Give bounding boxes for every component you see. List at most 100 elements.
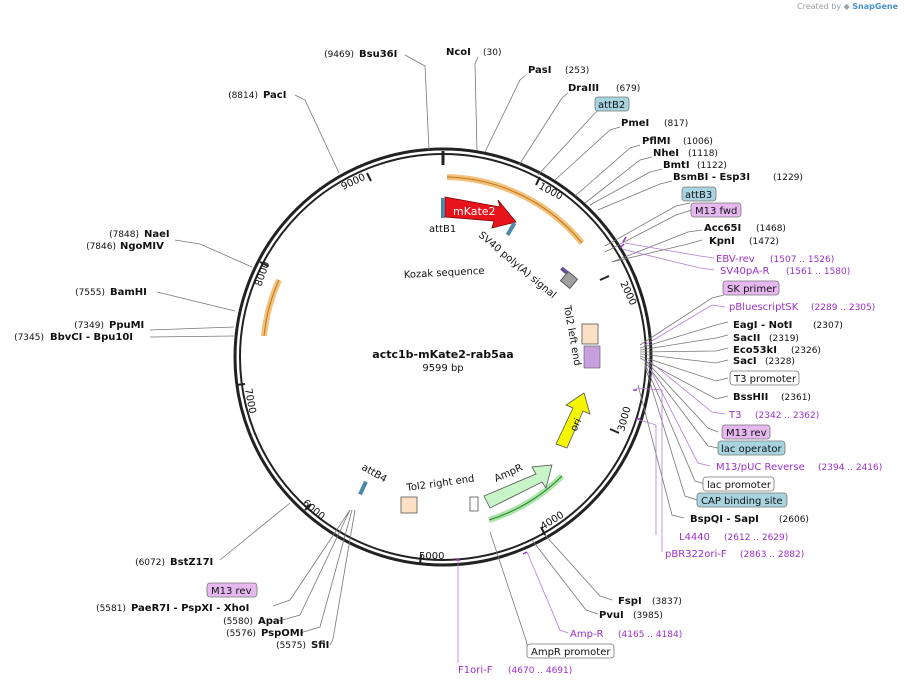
tol2-left-box	[581, 323, 599, 345]
backbone-outer	[233, 147, 653, 567]
site-num-pspomi: (5576)	[226, 629, 256, 639]
ampr-arrow	[483, 464, 553, 509]
m13rev-right-box	[721, 424, 771, 440]
site-bbvci: BbvCI - Bpu10I	[50, 332, 133, 343]
ori-arrow	[555, 392, 591, 449]
site-nhei: NheI	[653, 148, 679, 159]
site-num-paci: (8814)	[228, 91, 258, 101]
site-num-noti: (2307)	[813, 321, 843, 331]
m13rev-left-box	[206, 582, 258, 598]
site-sacii: SacII	[733, 333, 760, 344]
attb3-label: attB3	[685, 190, 712, 201]
site-ncoi: NcoI	[446, 47, 471, 58]
sv40-label: SV40 poly(A) signal	[476, 230, 558, 301]
t3-promoter-box	[729, 370, 800, 386]
site-kpni: KpnI	[709, 236, 735, 247]
site-saci: SacI	[733, 356, 757, 367]
site-num-nhei: (1118)	[688, 149, 718, 159]
ampr-promoter-label: AmpR promoter	[531, 647, 611, 658]
ampr-promoter-mark	[469, 496, 479, 512]
site-num-pmei: (817)	[664, 119, 688, 129]
mkate2-arrow	[444, 196, 517, 229]
attb1-mark	[441, 198, 445, 218]
site-bamhi: BamHI	[110, 287, 147, 298]
site-num-eco53ki: (2326)	[791, 346, 821, 356]
site-num-bsshii: (2361)	[781, 393, 811, 403]
site-pspomi: PspOMI	[261, 628, 303, 639]
site-num-naei: (7848)	[109, 230, 139, 240]
mcs-marks	[583, 345, 601, 369]
t3-promoter-label: T3 promoter	[733, 374, 797, 385]
site-bsshii: BssHII	[733, 392, 768, 403]
site-noti: EagI - NotI	[733, 320, 792, 331]
site-num-draiii: (679)	[616, 84, 640, 94]
site-sapi: BspQI - SapI	[690, 514, 759, 525]
site-xhoi: PaeR7I - PspXI - XhoI	[131, 603, 249, 614]
plasmid-length: 9599 bp	[422, 363, 463, 374]
lac-operator-label: lac operator	[721, 444, 782, 455]
m13rev-right-label: M13 rev	[726, 428, 767, 439]
site-acc65i: Acc65I	[704, 223, 741, 234]
snapgene-credit: Created by ◆ SnapGene	[797, 2, 898, 11]
primer-num-pbluescriptsk: (2289 .. 2305)	[811, 303, 875, 313]
site-pflmi: PflMI	[642, 136, 670, 147]
orange-arc-top-line	[446, 176, 583, 244]
plasmid-name: actc1b-mKate2-rab5aa	[372, 348, 513, 361]
tol2-left-label: Tol2 left end	[561, 304, 583, 367]
primer-leader-lines	[457, 242, 726, 663]
site-num-ppumi: (7349)	[74, 321, 104, 331]
site-num-sapi: (2606)	[779, 515, 809, 525]
left-leader-lines	[149, 54, 430, 646]
kozak-label: Kozak sequence	[404, 266, 485, 281]
site-num-fspi: (3837)	[652, 597, 682, 607]
primer-t3: T3	[728, 410, 741, 421]
site-bstz17i: BstZ17I	[170, 557, 213, 568]
m13rev-left-label: M13 rev	[211, 586, 252, 597]
primer-num-l4440: (2612 .. 2629)	[724, 533, 788, 543]
site-ppumi: PpuMI	[109, 320, 144, 331]
primer-l4440: L4440	[679, 532, 710, 543]
site-num-pflmi: (1006)	[683, 137, 713, 147]
primer-num-amp-r: (4165 .. 4184)	[618, 630, 682, 640]
primer-pbluescriptsk: pBluescriptSK	[729, 302, 799, 313]
site-num-apai: (5580)	[223, 617, 253, 627]
attb2-box	[594, 96, 630, 112]
site-naei: NaeI	[144, 229, 170, 240]
tick-marks	[235, 172, 620, 565]
site-apai: ApaI	[258, 616, 283, 627]
site-num-acc65i: (1468)	[756, 224, 786, 234]
site-num-bsu36i: (9469)	[324, 50, 354, 60]
m13fwd-box	[690, 202, 742, 218]
primer-marks	[456, 236, 640, 561]
sv40-mark	[505, 221, 517, 237]
primer-num-m13-puc-reverse: (2394 .. 2416)	[818, 463, 882, 473]
tol2-right-label: Tol2 right end	[405, 474, 475, 495]
primer-num-ebv-rev: (1507 .. 1526)	[770, 255, 834, 265]
site-num-bstz17i: (6072)	[135, 558, 165, 568]
primer-f1ori-f: F1ori-F	[458, 665, 493, 676]
primer-pbr322ori-f: pBR322ori-F	[665, 549, 727, 560]
site-bsmbi: BsmBI - Esp3I	[673, 172, 750, 183]
orange-arc-left-line	[263, 279, 280, 337]
sk-primer-box	[722, 280, 780, 296]
site-ngomiv: NgoMIV	[120, 241, 164, 252]
site-num-bsmbi: (1229)	[773, 173, 803, 183]
site-num-sacii: (2319)	[769, 334, 799, 344]
site-eco53ki: Eco53kI	[733, 345, 777, 356]
site-num-ngomiv: (7846)	[86, 242, 116, 252]
tick-3000: 3000	[616, 405, 633, 432]
cap-site-box	[696, 492, 788, 508]
lac-operator-box	[717, 440, 786, 456]
primer-num-sv40pa-r: (1561 .. 1580)	[786, 267, 850, 277]
site-draiii: DraIII	[568, 83, 599, 94]
site-num-pvui: (3985)	[633, 611, 663, 621]
site-num-pasi: (253)	[565, 66, 589, 76]
m13fwd-label: M13 fwd	[695, 206, 737, 217]
snapgene-logo-icon: ◆	[843, 2, 850, 11]
credit-prefix: Created by	[797, 2, 842, 11]
site-num-ncoi: (30)	[483, 48, 501, 58]
primer-ebv-rev: EBV-rev	[716, 254, 755, 265]
site-num-kpni: (1472)	[749, 237, 779, 247]
tick-5000: 5000	[419, 551, 444, 562]
